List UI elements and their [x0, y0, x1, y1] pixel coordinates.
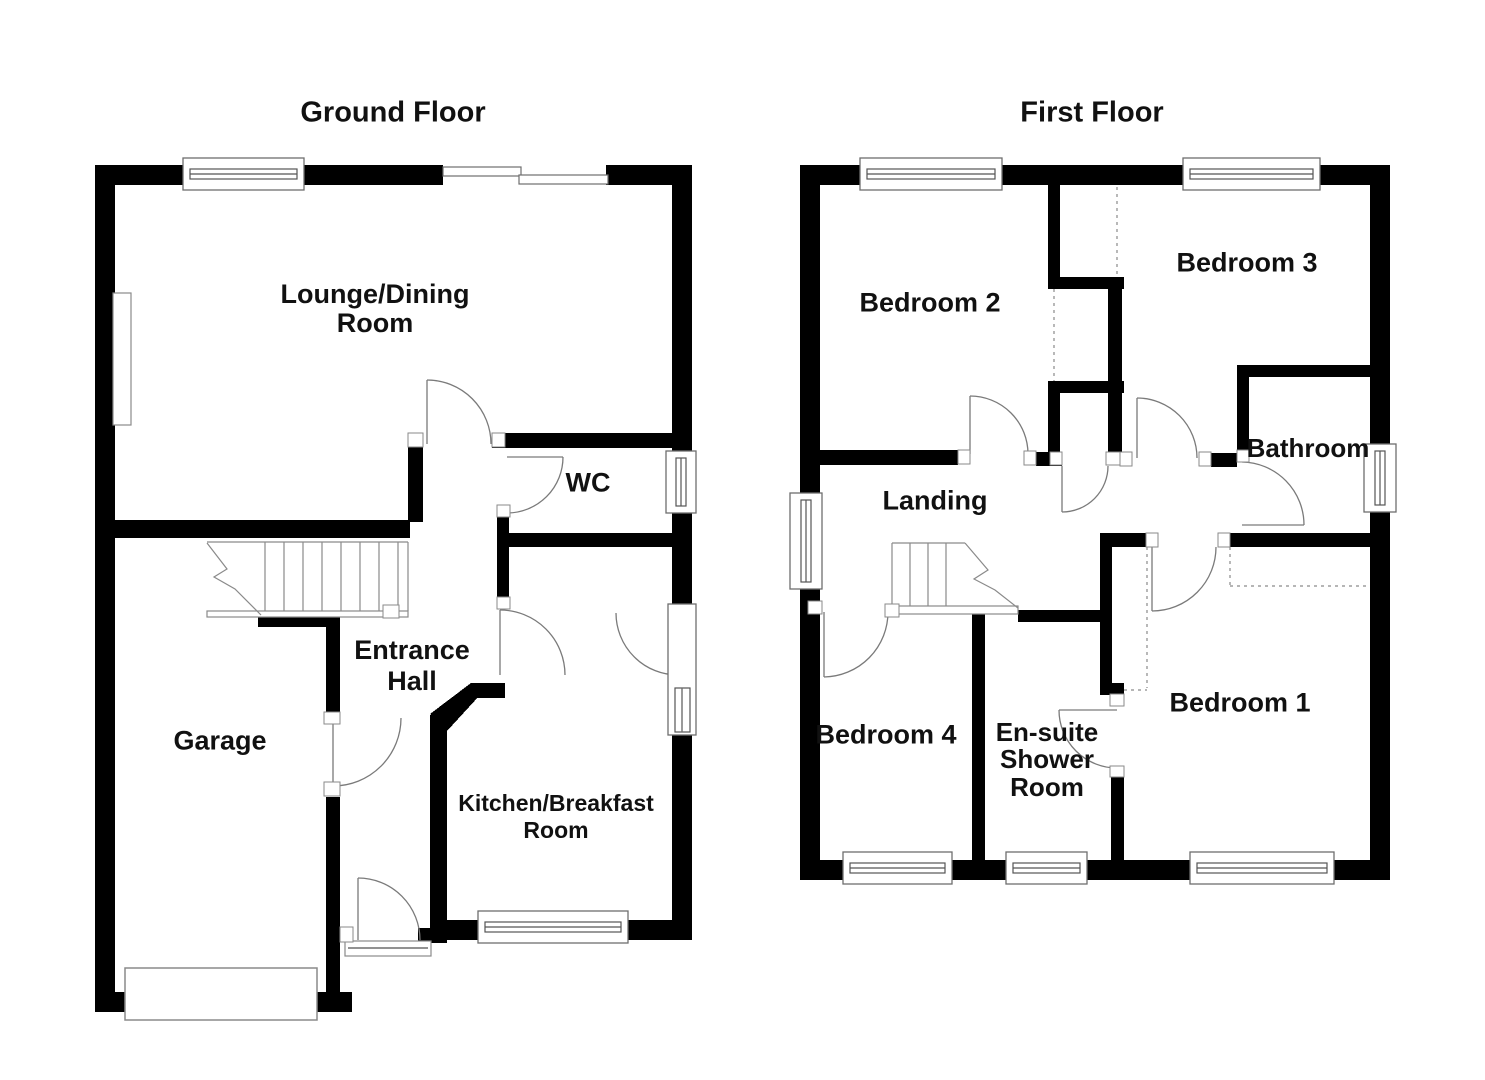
- door-bedroom2: [969, 395, 1029, 455]
- garage-door: [124, 967, 318, 1021]
- door-bedroom4: [823, 611, 889, 678]
- first-floor-title: First Floor: [1020, 96, 1164, 129]
- ground-floor-walls: [95, 165, 692, 1012]
- door-jamb: [1198, 451, 1212, 467]
- door-jamb: [1023, 450, 1037, 466]
- door-jamb: [1105, 451, 1121, 466]
- window-icon: [665, 450, 697, 514]
- ground-floor-title: Ground Floor: [300, 96, 486, 129]
- stairs-first-floor: [891, 542, 1019, 615]
- window-icon: [477, 910, 629, 944]
- door-jamb: [1236, 449, 1250, 463]
- door-jamb: [884, 603, 900, 618]
- room-label-bedroom3: Bedroom 3: [1176, 247, 1318, 278]
- door-bedroom3: [1136, 397, 1198, 459]
- door-ensuite: [1058, 709, 1118, 769]
- door-jamb: [496, 596, 511, 610]
- door-jamb: [382, 604, 400, 619]
- room-label-lounge: Lounge/Dining Room: [280, 278, 470, 338]
- room-label-bedroom2: Bedroom 2: [859, 287, 1001, 318]
- first-floor-walls: [800, 165, 1390, 880]
- room-label-kitchen: Kitchen/Breakfast Room: [458, 790, 654, 843]
- door-jamb: [1109, 765, 1125, 778]
- chimney-breast: [112, 292, 132, 426]
- room-label-bedroom1: Bedroom 1: [1169, 687, 1311, 718]
- door-jamb: [1145, 532, 1159, 548]
- window-icon: [1005, 851, 1088, 885]
- window-icon: [182, 157, 305, 191]
- door-jamb: [496, 504, 511, 518]
- window-icon: [859, 157, 1003, 191]
- window-icon: [842, 851, 953, 885]
- door-jamb: [1119, 451, 1133, 467]
- doors: [332, 379, 1305, 941]
- room-label-bathroom: Bathroom: [1246, 432, 1370, 463]
- door-cupboard-landing: [1061, 465, 1109, 513]
- door-jamb: [491, 432, 506, 448]
- wardrobe-dashed-lines: [1053, 187, 1368, 691]
- window-icon: [1189, 851, 1335, 885]
- door-bathroom: [1241, 461, 1305, 526]
- door-jamb: [807, 600, 823, 615]
- door-jamb: [407, 432, 424, 448]
- door-jamb: [323, 711, 341, 725]
- window-icon: [1182, 157, 1321, 191]
- stairs-ground-floor: [206, 541, 409, 618]
- door-front-entrance: [357, 877, 421, 941]
- door-bedroom1: [1151, 546, 1217, 612]
- door-lounge: [426, 379, 492, 445]
- door-jamb: [957, 449, 971, 465]
- room-label-wc: WC: [565, 467, 611, 498]
- window-icon: [1363, 443, 1397, 513]
- room-label-bedroom4: Bedroom 4: [815, 719, 957, 750]
- door-jambs: [323, 432, 1250, 943]
- kitchen-rear-door-window: [667, 603, 697, 736]
- door-jamb: [1049, 451, 1063, 466]
- window-icon: [789, 492, 823, 590]
- door-jamb: [323, 781, 341, 797]
- door-jamb: [339, 926, 354, 943]
- room-label-entrance-hall: Entrance Hall: [354, 634, 470, 696]
- room-label-landing: Landing: [882, 485, 988, 516]
- room-label-garage: Garage: [173, 725, 267, 756]
- front-door-threshold: [344, 940, 432, 957]
- door-jamb: [1109, 693, 1125, 707]
- door-wc: [506, 456, 564, 514]
- door-garage-hall: [332, 717, 402, 787]
- windows: [182, 157, 1397, 944]
- door-jamb: [1217, 532, 1231, 548]
- door-kitchen-hall: [499, 609, 566, 676]
- top-wall-offset-panels: [442, 166, 609, 185]
- room-label-ensuite: En-suite Shower Room: [995, 717, 1099, 802]
